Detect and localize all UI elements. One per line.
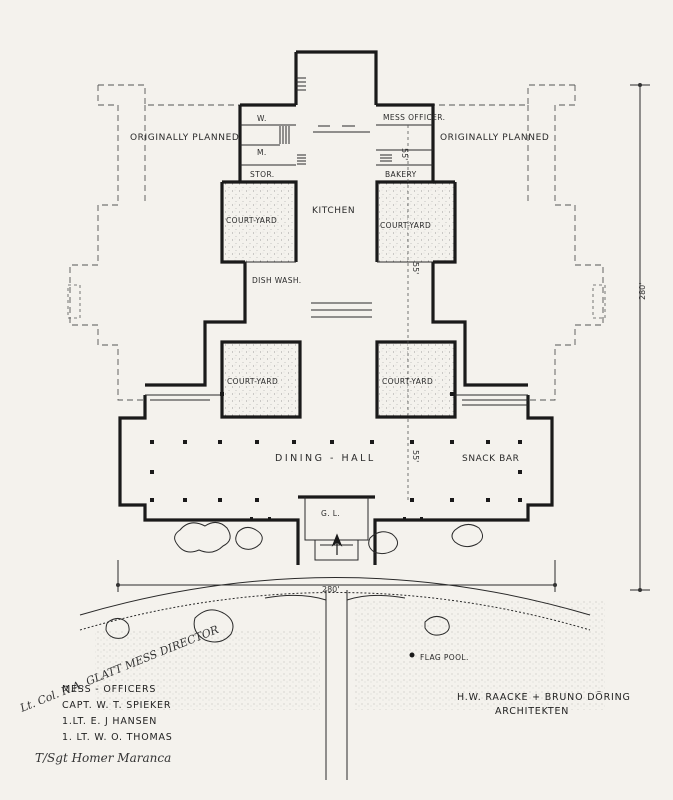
handwritten-signature: T/Sgt Homer Maranca	[35, 751, 171, 765]
label-snack-bar: SNACK BAR	[462, 454, 519, 464]
label-kitchen: KITCHEN	[312, 206, 355, 216]
label-w: W.	[257, 114, 267, 123]
dining-hall-columns	[150, 392, 522, 520]
building-walls	[118, 50, 554, 565]
label-flag-pool: FLAG POOL.	[420, 653, 469, 662]
originally-planned-right-outline	[433, 84, 606, 401]
dim-55-c: 55'	[411, 450, 420, 462]
label-mess-officer: MESS OFFICER.	[383, 113, 445, 122]
label-dish-wash: DISH WASH.	[252, 276, 302, 285]
label-bakery: BAKERY	[385, 170, 417, 179]
label-court-yard-4: COURT-YARD	[382, 377, 433, 386]
mess-officers-title: MESS - OFFICERS	[62, 684, 156, 695]
label-m: M.	[257, 148, 267, 157]
architects-title: ARCHITEKTEN	[495, 706, 569, 717]
dim-280-right: 280'	[638, 283, 647, 300]
dim-55-a: 55'	[400, 148, 409, 160]
court-yard-3-area	[222, 342, 300, 417]
label-originally-planned-right: ORIGINALLY PLANNED	[440, 133, 549, 143]
stair-marks	[279, 77, 392, 318]
architects-names: H.W. RAACKE + BRUNO DÖRING	[457, 692, 631, 703]
label-dining-hall: DINING - HALL	[275, 453, 376, 464]
label-court-yard-1: COURT-YARD	[226, 216, 277, 225]
officer-2: 1.LT. E. J HANSEN	[62, 716, 157, 727]
site-landscape	[79, 522, 605, 780]
dim-55-b: 55'	[411, 262, 420, 274]
dimension-lines	[116, 83, 650, 592]
officer-1: CAPT. W. T. SPIEKER	[62, 700, 171, 711]
originally-planned-left-outline	[67, 84, 240, 401]
officer-3: 1. LT. W. O. THOMAS	[62, 732, 173, 743]
court-yard-2-area	[377, 182, 455, 262]
label-gl: G. L.	[321, 509, 340, 518]
entrance-arrow-icon	[331, 533, 343, 555]
label-court-yard-3: COURT-YARD	[227, 377, 278, 386]
label-court-yard-2: COURT-YARD	[380, 221, 431, 230]
court-yard-1-area	[222, 182, 296, 262]
label-originally-planned-left: ORIGINALLY PLANNED	[130, 133, 239, 143]
dim-280-bottom: 280'	[322, 585, 339, 594]
court-yard-4-area	[377, 342, 455, 417]
label-stor: STOR.	[250, 170, 275, 179]
